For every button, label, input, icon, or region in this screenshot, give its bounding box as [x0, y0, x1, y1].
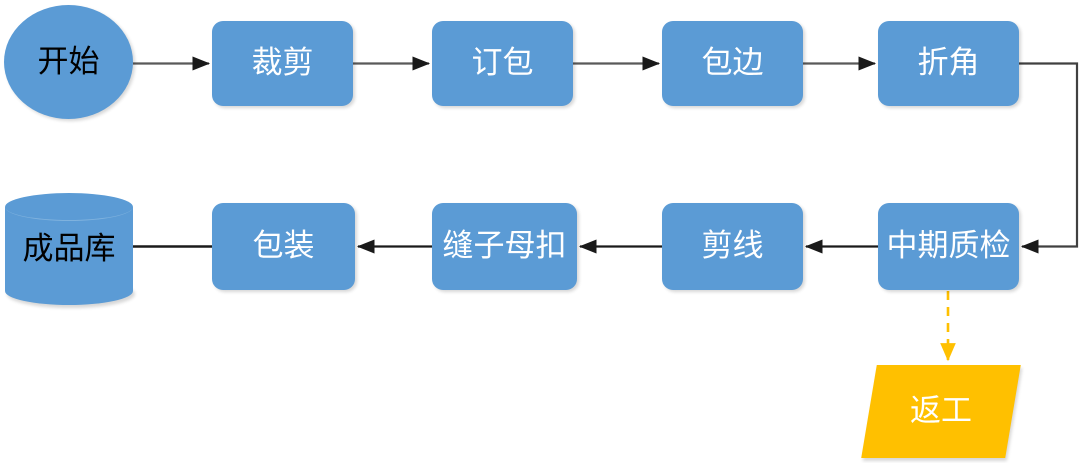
node-rework-label: 返工 [910, 393, 972, 429]
node-hem[interactable]: 包边 [662, 21, 803, 106]
node-staple[interactable]: 订包 [432, 21, 573, 106]
node-hem-label: 包边 [701, 45, 764, 81]
node-fold-label: 折角 [917, 45, 980, 81]
node-finished-goods-store[interactable]: 成品库 [5, 193, 133, 305]
node-finished-goods-store-label: 成品库 [22, 230, 116, 266]
node-pack-label: 包装 [252, 228, 315, 264]
connector-fold-to-qc [1019, 62, 1079, 254]
node-cut-label: 裁剪 [251, 45, 314, 81]
node-pack[interactable]: 包装 [212, 203, 355, 290]
node-cut[interactable]: 裁剪 [212, 21, 353, 106]
node-midterm-qc-label: 中期质检 [886, 228, 1011, 264]
node-start-label: 开始 [37, 43, 100, 79]
cylinder-body [5, 207, 133, 291]
cylinder-top-ellipse [5, 193, 133, 221]
node-start[interactable]: 开始 [4, 5, 133, 119]
node-midterm-qc[interactable]: 中期质检 [878, 203, 1019, 290]
node-trim-label: 剪线 [701, 228, 764, 264]
node-staple-label: 订包 [471, 45, 534, 81]
node-rework[interactable]: 返工 [861, 365, 1021, 458]
node-sew-snap-label: 缝子母扣 [442, 228, 567, 264]
node-trim[interactable]: 剪线 [662, 203, 803, 290]
node-fold[interactable]: 折角 [878, 21, 1019, 106]
node-sew-snap[interactable]: 缝子母扣 [432, 203, 577, 290]
